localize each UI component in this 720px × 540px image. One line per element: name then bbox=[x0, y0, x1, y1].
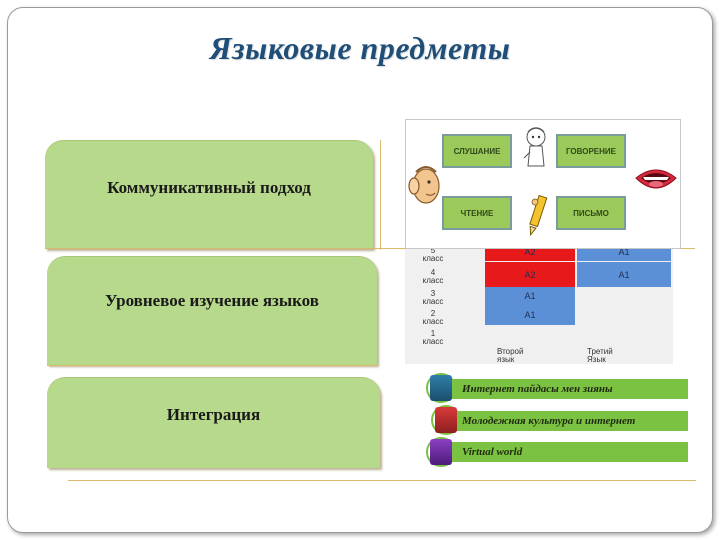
integration-text: Молодежная культура и интернет bbox=[462, 415, 636, 427]
listening-head-icon bbox=[408, 166, 440, 204]
integration-item: Virtual world bbox=[436, 442, 688, 462]
divider bbox=[45, 248, 695, 249]
row-label: Уровневое изучение языков bbox=[105, 291, 319, 310]
skills-panel: СЛУШАНИЕ ГОВОРЕНИЕ ЧТЕНИЕ ПИСЬМО bbox=[405, 119, 681, 249]
listener-figure-icon bbox=[523, 127, 546, 167]
row-label: Коммуникативный подход bbox=[107, 178, 311, 197]
integration-text: Интернет пайдасы мен зияны bbox=[462, 383, 613, 395]
book-ring bbox=[426, 373, 456, 403]
cell-2-second: A1 bbox=[485, 305, 575, 325]
column-line2: Язык bbox=[587, 355, 606, 364]
skill-speaking: ГОВОРЕНИЕ bbox=[556, 134, 626, 168]
page-title: Языковые предметы bbox=[209, 30, 511, 66]
grade-word: класс bbox=[422, 317, 444, 326]
integration-item: Молодежная культура и интернет bbox=[436, 411, 688, 431]
skill-listening: СЛУШАНИЕ bbox=[442, 134, 512, 168]
row-level-learning: Уровневое изучение языков bbox=[47, 256, 377, 365]
book-cover-icon bbox=[430, 375, 452, 401]
grade-num: 3 bbox=[430, 289, 436, 298]
divider bbox=[68, 480, 696, 481]
grade-num: 4 bbox=[430, 268, 436, 277]
grade-num: 2 bbox=[430, 309, 436, 318]
integration-item: Интернет пайдасы мен зияны bbox=[436, 379, 688, 399]
book-ring bbox=[431, 405, 461, 435]
mouth-icon bbox=[635, 169, 677, 189]
cell-5-third: A1 bbox=[577, 249, 671, 261]
cell-4-third: A1 bbox=[577, 262, 671, 287]
integration-text: Virtual world bbox=[462, 446, 523, 458]
cell-4-second: A2 bbox=[485, 262, 575, 287]
book-cover-icon bbox=[435, 407, 457, 433]
grade-word: класс bbox=[422, 297, 444, 306]
grade-num: 5 bbox=[430, 249, 436, 255]
row-label: Интеграция bbox=[166, 405, 261, 424]
column-line1: Третий bbox=[587, 347, 613, 356]
cell-5-second: A2 bbox=[485, 249, 575, 261]
cell-3-second: A1 bbox=[485, 287, 575, 305]
column-line1: Второй bbox=[497, 347, 524, 356]
skill-reading: ЧТЕНИЕ bbox=[442, 196, 512, 230]
grade-num: 1 bbox=[430, 329, 436, 338]
book-ring bbox=[426, 437, 456, 467]
grade-word: класс bbox=[422, 276, 444, 285]
grade-word: класс bbox=[422, 254, 444, 263]
book-cover-icon bbox=[430, 439, 452, 465]
row-communicative-approach: Коммуникативный подход bbox=[45, 140, 373, 249]
grade-word: класс bbox=[422, 337, 444, 346]
column-line2: язык bbox=[497, 355, 515, 364]
row-integration: Интеграция bbox=[47, 377, 380, 468]
divider bbox=[380, 140, 381, 250]
pencil-icon bbox=[529, 194, 548, 236]
skill-writing: ПИСЬМО bbox=[556, 196, 626, 230]
divider bbox=[47, 365, 377, 366]
